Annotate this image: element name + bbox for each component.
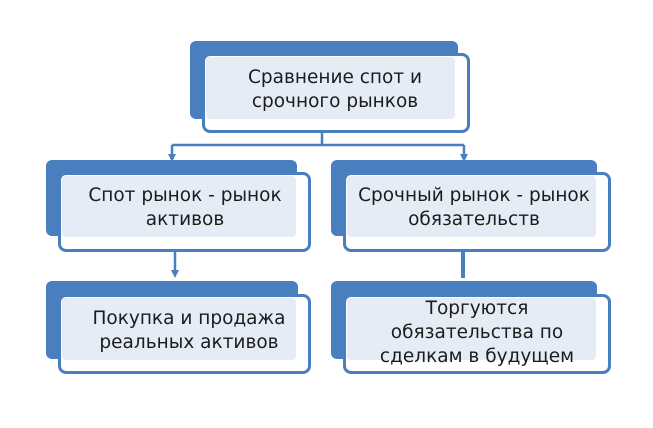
obligations-trading-fill bbox=[347, 298, 596, 360]
root-node-label: Сравнение спот и срочного рынков bbox=[247, 67, 423, 112]
asset-trading-fill bbox=[62, 298, 296, 360]
asset-trading-label: Покупка и продажа реальных активов bbox=[92, 308, 286, 353]
obligations-trading-label: Торгуются обязательства по сделкам в буд… bbox=[379, 298, 575, 367]
spot-market-label: Спот рынок - рынок активов bbox=[88, 185, 282, 230]
forward-market-label: Срочный рынок - рынок обязательств bbox=[358, 185, 590, 230]
spot-market-fill bbox=[62, 176, 296, 237]
root-node-fill bbox=[206, 57, 455, 119]
forward-market-fill bbox=[347, 176, 596, 237]
